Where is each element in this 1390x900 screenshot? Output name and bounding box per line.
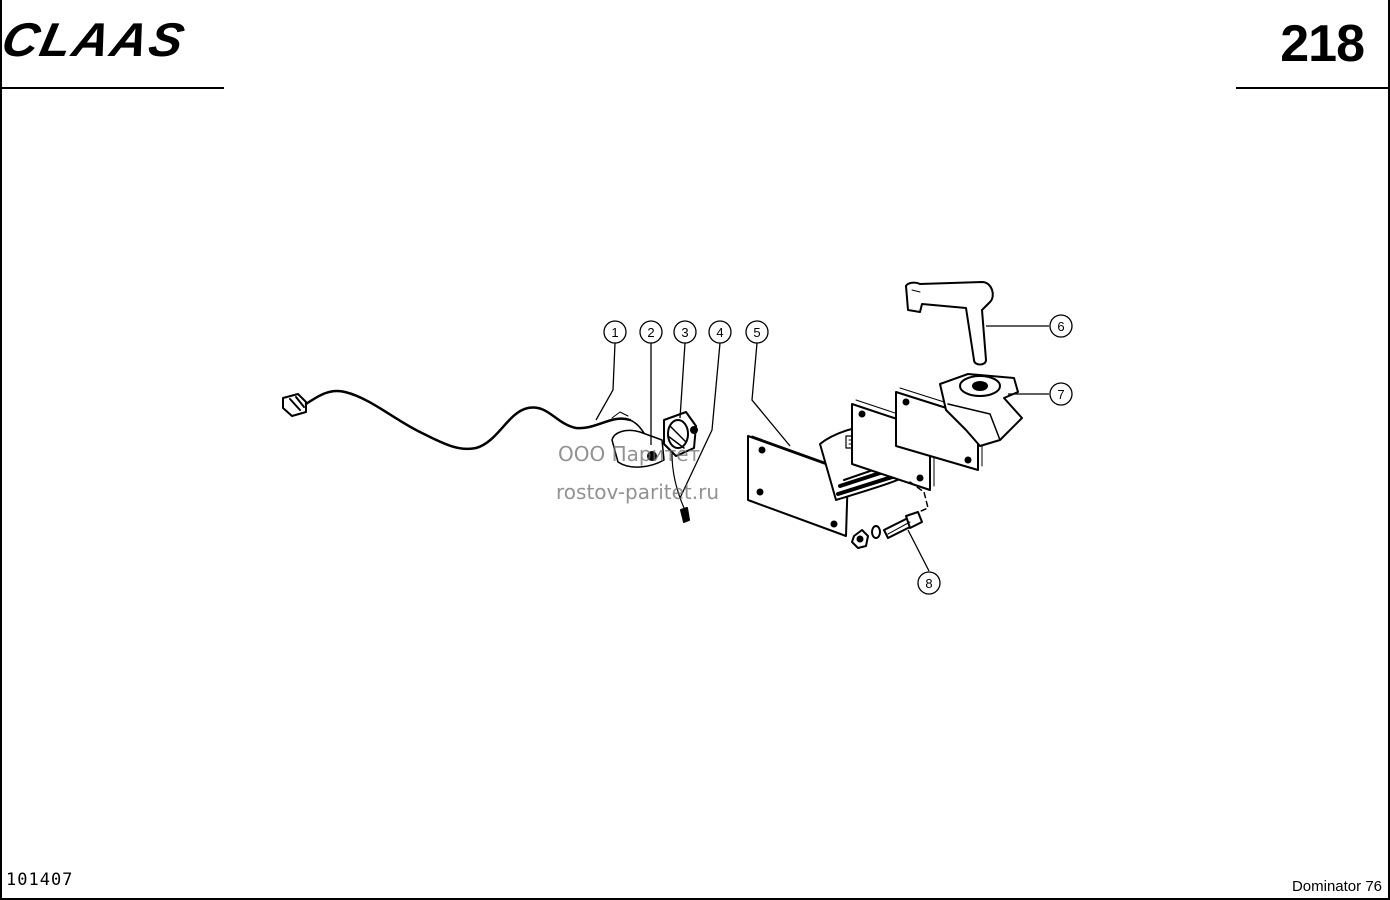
leader-5	[751, 342, 791, 447]
bolt	[883, 511, 923, 539]
watermark-company: ООО Паритет	[558, 442, 701, 466]
lever-handle	[905, 281, 994, 366]
washer	[871, 525, 881, 539]
callout-3: 3	[673, 320, 697, 344]
document-number: 101407	[6, 870, 74, 890]
nut	[851, 529, 869, 549]
watermark-url: rostov-paritet.ru	[556, 480, 720, 504]
page-number: 218	[1280, 15, 1365, 73]
svg-text:2: 2	[647, 325, 654, 340]
svg-text:3: 3	[681, 325, 688, 340]
leader-3	[679, 342, 686, 419]
svg-text:7: 7	[1057, 387, 1064, 402]
leader-4	[679, 342, 721, 499]
header-rule-left	[0, 87, 224, 89]
cable-connector	[282, 393, 307, 417]
svg-text:6: 6	[1057, 319, 1064, 334]
sensor	[663, 411, 698, 457]
leader-1	[595, 342, 616, 421]
svg-text:5: 5	[753, 325, 760, 340]
svg-text:1: 1	[611, 325, 618, 340]
header-rule-right	[1236, 87, 1390, 89]
callout-7: 7	[1049, 382, 1073, 406]
callouts: 1 2 3 4 5 6 7 8	[603, 314, 1073, 595]
model-name: Dominator 76	[1291, 878, 1382, 895]
callout-6: 6	[1049, 314, 1073, 338]
callout-4: 4	[708, 320, 732, 344]
callout-1: 1	[603, 320, 627, 344]
assembly-line	[909, 481, 929, 515]
callout-8: 8	[917, 571, 941, 595]
svg-text:8: 8	[925, 576, 932, 591]
callout-2: 2	[639, 320, 663, 344]
cable-harness	[304, 389, 632, 451]
leader-8	[907, 529, 930, 572]
callout-5: 5	[745, 320, 769, 344]
mounting-housing	[939, 373, 1023, 447]
wire-terminal	[671, 453, 690, 523]
svg-text:4: 4	[716, 325, 723, 340]
